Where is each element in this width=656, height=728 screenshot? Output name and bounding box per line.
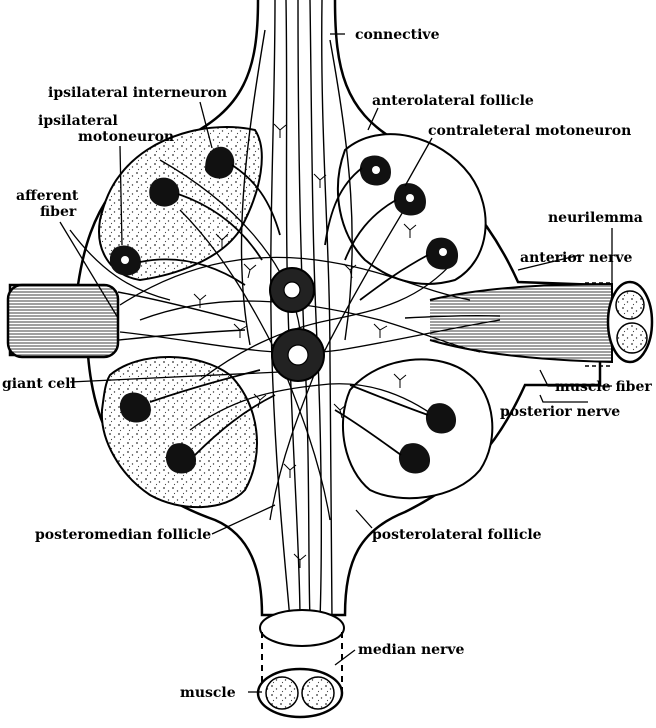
label-posterolateral-follicle: posterolateral follicle [372, 527, 542, 543]
label-ipsilateral-interneuron: ipsilateral interneuron [48, 85, 227, 101]
neuron [149, 177, 263, 261]
neuron [349, 384, 457, 434]
label-contralateral-motoneuron: contraleteral motoneuron [428, 123, 631, 139]
label-neurilemma: neurilemma [548, 210, 643, 226]
posterolateral-follicle-shape [342, 358, 494, 500]
label-anterior-nerve: anterior nerve [520, 250, 633, 266]
label-muscle-fiber: muscle fiber [555, 379, 652, 395]
median-nerve [256, 609, 345, 719]
right-neurons [324, 155, 459, 474]
label-giant-cell: giant cell [2, 376, 76, 392]
label-anterolateral-follicle: anterolateral follicle [372, 93, 534, 109]
neurilemma-cross-section [606, 280, 654, 364]
giant-cells [269, 267, 325, 382]
neuron [205, 146, 281, 236]
neuropil-fibres [69, 159, 501, 521]
nerve-outline-dashes [585, 282, 612, 367]
neuropil-branches [193, 123, 417, 568]
label-muscle: muscle [180, 685, 236, 701]
neuron [109, 245, 246, 286]
neuron [344, 183, 426, 261]
label-afferent-fiber-1: afferent [16, 188, 79, 204]
neuron [324, 155, 391, 246]
left-nerve-bundle [6, 283, 246, 359]
labels: connective ipsilateral interneuron anter… [2, 27, 652, 701]
neuron [334, 409, 431, 474]
label-afferent-fiber-2: fiber [40, 204, 77, 220]
neuron [359, 237, 459, 301]
label-ipsilateral-motoneuron-2: motoneuron [78, 129, 174, 145]
label-posterior-nerve: posterior nerve [500, 404, 620, 420]
label-ipsilateral-motoneuron-1: ipsilateral [38, 113, 118, 129]
label-median-nerve: median nerve [358, 642, 465, 658]
neuron [165, 394, 276, 474]
label-connective: connective [355, 27, 440, 43]
label-posteromedian-follicle: posteromedian follicle [35, 527, 211, 543]
leader-lines [59, 33, 613, 693]
